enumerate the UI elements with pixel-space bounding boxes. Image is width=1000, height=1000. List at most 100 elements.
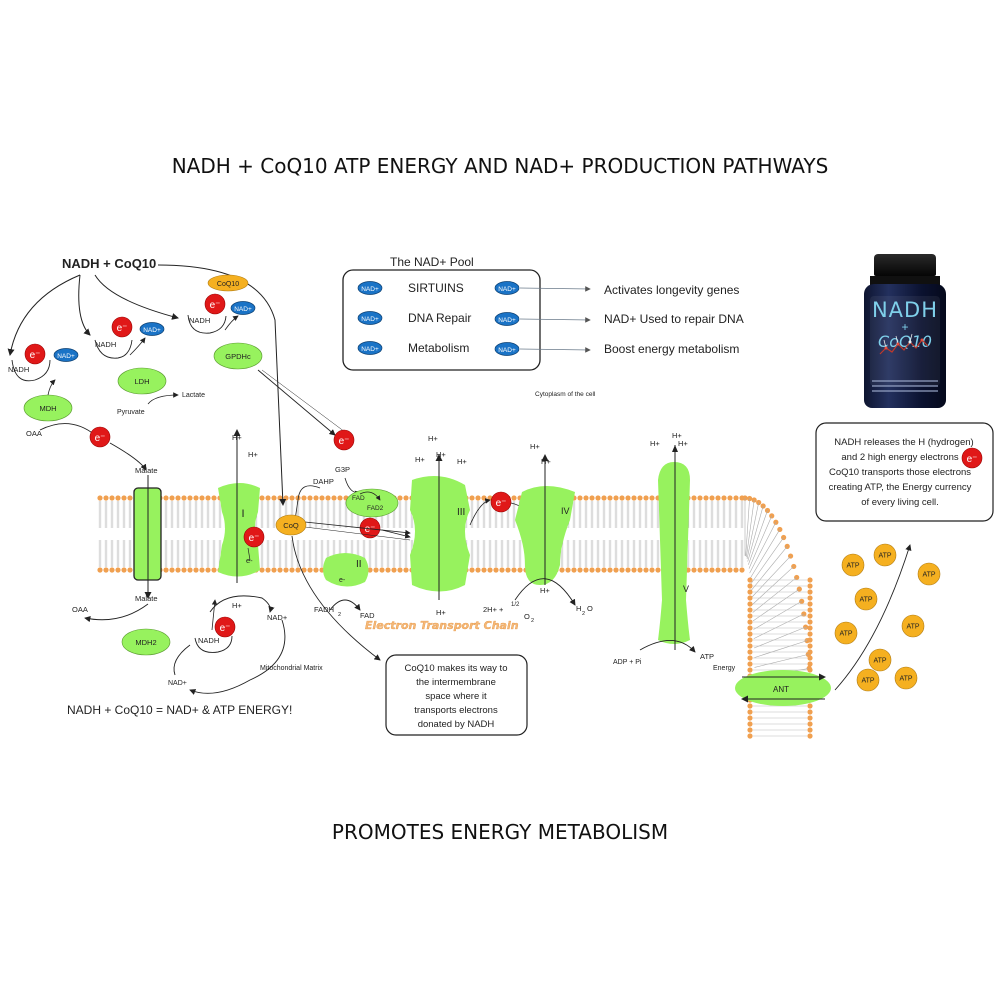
- two-h-plus-label: 2H+ +: [483, 605, 504, 614]
- lipid-head: [747, 601, 753, 607]
- lipid-tail: [751, 555, 791, 598]
- nad-pool-box: [342, 269, 541, 371]
- lipid-head: [121, 567, 127, 573]
- nad-badge-label: NAD+: [234, 306, 252, 313]
- callout-line: CoQ10 transports those electrons: [829, 467, 971, 478]
- lipid-head: [807, 709, 813, 715]
- lipid-head: [595, 567, 601, 573]
- lipid-head: [799, 598, 805, 604]
- nadh-callout: [815, 422, 994, 522]
- lipid-tail: [752, 588, 800, 622]
- lipid-head: [127, 567, 133, 573]
- lipid-head: [265, 567, 271, 573]
- h-plus-label: H+: [678, 439, 688, 448]
- lipid-head: [169, 495, 175, 501]
- lipid-head: [301, 495, 307, 501]
- atp-molecule: [868, 648, 892, 672]
- lipid-head: [807, 733, 813, 739]
- lipid-head: [469, 567, 475, 573]
- oaa-label: OAA: [26, 429, 42, 438]
- lipid-head: [169, 567, 175, 573]
- lipid-head: [583, 495, 589, 501]
- ldh-enzyme: [117, 367, 167, 395]
- lipid-tail: [753, 613, 804, 639]
- bottle-plus: +: [901, 320, 909, 334]
- main-title: NADH + CoQ10 ATP ENERGY AND NAD+ PRODUCT…: [171, 154, 829, 178]
- half-label: 1/2: [511, 602, 520, 608]
- lipid-head: [807, 625, 813, 631]
- lipid-head: [175, 495, 181, 501]
- lipid-tail: [746, 499, 755, 558]
- nadh-mdh-group: NADH e⁻ NAD+ MDH OAA e⁻: [8, 343, 147, 471]
- complex-i: [218, 483, 260, 577]
- h-plus-label: H+: [428, 434, 438, 443]
- electron-label: e⁻: [496, 498, 507, 509]
- complex-v: [658, 462, 690, 644]
- bottle-brand: NADH: [871, 298, 939, 322]
- lipid-head: [655, 567, 661, 573]
- lipid-head: [475, 495, 481, 501]
- atp-molecule: [841, 553, 865, 577]
- fadh2-subscript: 2: [338, 612, 341, 618]
- energy-label: Energy: [713, 665, 736, 672]
- electron-label: e⁻: [339, 436, 350, 447]
- electron-label: e⁻: [220, 623, 231, 634]
- complex-v-label: V: [683, 584, 689, 594]
- lipid-head: [691, 495, 697, 501]
- lipid-head: [697, 495, 703, 501]
- nad-plus-text: NAD+: [267, 613, 288, 622]
- h-plus-label: H+: [672, 431, 682, 440]
- lipid-head: [807, 715, 813, 721]
- bottle-fineprint: [872, 380, 938, 382]
- coq10-callout: [385, 654, 528, 736]
- lipid-head: [103, 495, 109, 501]
- lipid-head: [205, 567, 211, 573]
- lipid-head: [631, 567, 637, 573]
- lipid-head: [649, 567, 655, 573]
- lipid-head: [319, 495, 325, 501]
- lipid-head: [193, 495, 199, 501]
- lipid-head: [205, 495, 211, 501]
- lipid-tail: [754, 654, 809, 668]
- footer-title: PROMOTES ENERGY METABOLISM: [331, 820, 669, 844]
- ant-label: ANT: [773, 685, 789, 694]
- coq-label: CoQ: [283, 521, 299, 530]
- lipid-head: [727, 495, 733, 501]
- lipid-head: [715, 495, 721, 501]
- atp-molecule-label: ATP: [839, 631, 852, 638]
- pool-row-label: DNA Repair: [408, 311, 471, 325]
- lipid-head: [271, 567, 277, 573]
- nadh-text: NADH: [198, 636, 219, 645]
- lipid-head: [289, 495, 295, 501]
- complex-iii-label: III: [457, 507, 465, 518]
- nadh-text: NADH: [95, 340, 116, 349]
- electron-label: e⁻: [95, 433, 106, 444]
- lipid-head: [747, 733, 753, 739]
- nadh-gpdhc-group: CoQ10 NADH e⁻ NAD+ GPDHc: [187, 274, 346, 436]
- bottle-cap: [874, 254, 936, 276]
- product-bottle: NADH + CoQ10: [864, 254, 946, 410]
- lipid-head: [747, 649, 753, 655]
- lipid-head: [807, 583, 813, 589]
- callout-line: and 2 high energy electrons: [841, 452, 958, 463]
- ldh-label: LDH: [134, 377, 149, 386]
- lipid-head: [807, 655, 813, 661]
- atp-molecule: [917, 562, 941, 586]
- lipid-head: [277, 495, 283, 501]
- adp-pi-label: ADP + Pi: [613, 659, 642, 666]
- lipid-head: [577, 495, 583, 501]
- mdh2-enzyme: [121, 628, 171, 656]
- lipid-head: [199, 567, 205, 573]
- lipid-head: [325, 495, 331, 501]
- lipid-head: [487, 567, 493, 573]
- pool-row-label: SIRTUINS: [408, 281, 464, 295]
- lipid-head: [481, 495, 487, 501]
- lipid-head: [721, 567, 727, 573]
- malate-label-top: Malate: [135, 466, 158, 475]
- malate-label-bottom: Malate: [135, 594, 158, 603]
- lipid-head: [607, 567, 613, 573]
- bottle-fineprint: [872, 385, 938, 387]
- lipid-head: [643, 495, 649, 501]
